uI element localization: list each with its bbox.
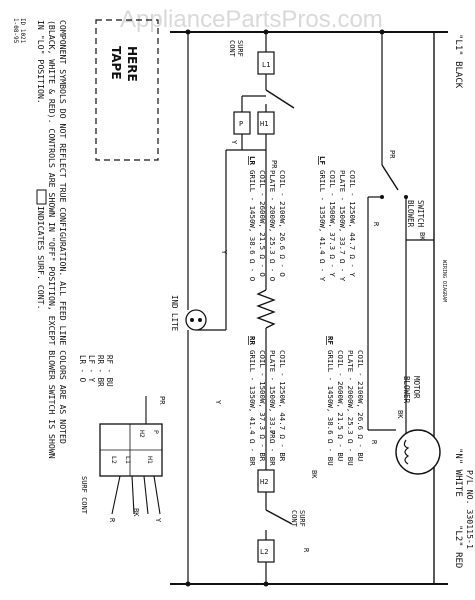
block-pin-h1: H1 xyxy=(146,456,154,464)
notes-block: COMPONENT SYMBOLS DO NOT REFLECT TRUE CO… xyxy=(36,20,68,459)
wire xyxy=(131,475,135,515)
note-line-3: IN "LO" POSITION. xyxy=(36,20,46,104)
lf-row-3: PLATE - 1500W, 33.7 Ω - Y xyxy=(338,170,347,282)
rf-element-specs: RF GRILL - 1450W, 38.6 Ω - BU COIL - 260… xyxy=(326,336,365,466)
wire-label-pr2: PR xyxy=(388,150,396,159)
block-pin-bk: BK xyxy=(132,508,140,517)
wire-label-r1: R xyxy=(372,222,380,227)
block-pin-y: Y xyxy=(154,518,162,523)
indicator-lite xyxy=(185,309,207,331)
wire-label-r3: R xyxy=(302,548,310,553)
surf-cont-top-1: SURF xyxy=(236,40,244,57)
color-key-rf: RF - BU xyxy=(105,355,114,387)
block-pin-l1: L1 xyxy=(124,456,132,464)
switch-contact xyxy=(265,509,293,525)
blower-switch-label-2: SWITCH xyxy=(416,200,425,228)
color-key: LR - O LF - Y RR - BR RF - BU xyxy=(78,355,114,387)
watermark: AppliancePartsPros.com xyxy=(120,6,383,33)
rr-element-specs: RR GRILL - 1350W, 41.4 Ω - BR COIL - 150… xyxy=(248,336,287,466)
switch-contact xyxy=(265,89,295,109)
lr-row-2: COIL - 2600W, 21.5 Ω - O xyxy=(258,170,267,277)
rf-tag: RF xyxy=(326,336,335,345)
surf-cont-top-2: CONT xyxy=(228,40,236,58)
rf-row-2: COIL - 2600W, 21.5 Ω - BU xyxy=(336,350,345,461)
rf-row-3: PLATE - 2000W, 25.3 Ω - BU xyxy=(346,350,355,466)
heating-element xyxy=(256,289,276,329)
lr-row-1: GRILL - 1450W, 38.6 Ω - O xyxy=(248,170,257,282)
blower-motor xyxy=(395,429,441,475)
color-key-rr: RR - BR xyxy=(96,355,105,387)
rr-row-3: PLATE - 1500W, 33.7 Ω - BR xyxy=(268,350,277,466)
lf-element-specs: LF GRILL - 1350W, 41.4 Ω - Y COIL - 1500… xyxy=(318,156,357,282)
rf-row-1: GRILL - 1450W, 38.6 Ω - BU xyxy=(326,350,335,466)
corner-code-2: ID 1021 xyxy=(19,18,26,44)
l1-label: "L1" BLACK xyxy=(453,34,463,89)
l2-label: "L2" RED xyxy=(453,525,463,568)
wire xyxy=(111,475,121,515)
wire-label-pr1: PR xyxy=(270,160,278,169)
surf-cont-bottom-2: CONT xyxy=(290,510,298,528)
indicator-lite-electrode xyxy=(198,318,202,322)
lf-row-4: COIL - 1250W, 44.7 Ω - Y xyxy=(348,170,357,277)
wire-label-y3: Y xyxy=(214,400,222,405)
lr-element-specs: LR GRILL - 1450W, 38.6 Ω - O COIL - 2600… xyxy=(248,156,287,282)
indicator-lite-electrode xyxy=(190,318,194,322)
n-label: "N" WHITE xyxy=(453,448,463,497)
lr-row-4: COIL - 2100W, 26.6 Ω - O xyxy=(278,170,287,277)
lf-row-2: COIL - 1500W, 37.3 Ω - Y xyxy=(328,170,337,277)
h2-terminal-label: H2 xyxy=(260,478,268,486)
lr-tag: LR xyxy=(248,156,257,165)
p-terminal-label: P xyxy=(239,120,243,128)
block-pin-pr: PR xyxy=(158,396,166,405)
wire-label-r2: R xyxy=(370,440,378,445)
motor-winding-icon xyxy=(403,439,410,465)
tape-label-1: TAPE xyxy=(109,46,123,80)
color-key-lf: LF - Y xyxy=(87,355,96,383)
note-line-3b: INDICATES SURF. CONT. xyxy=(36,206,46,310)
wire-label-y1: Y xyxy=(230,140,238,145)
wire xyxy=(153,475,161,515)
wire-label-pr3: PR xyxy=(268,430,276,439)
surf-cont-block-label: SURF CONT xyxy=(80,476,88,515)
wire-label-bk1: BK xyxy=(418,232,426,241)
lr-row-3: PLATE - 2000W, 25.3 Ω - O xyxy=(268,170,277,282)
tape-label-2: HERE xyxy=(125,46,139,82)
rf-row-4: COIL - 2100W, 26.6 Ω - BU xyxy=(356,350,365,461)
blower-motor-label-2: MOTOR xyxy=(412,376,421,399)
wire-label-bk2: BK xyxy=(396,410,404,419)
wire-label-bk3: BK xyxy=(310,470,318,479)
l1-terminal-label: L1 xyxy=(262,61,270,69)
block-pin-r: R xyxy=(108,518,116,523)
wire xyxy=(143,475,149,515)
ind-lite-label: IND LITE xyxy=(170,295,179,332)
wire-label-y2: Y xyxy=(220,250,228,255)
tape-here-box xyxy=(95,19,159,161)
blower-switch-contact xyxy=(381,164,399,191)
rr-row-2: COIL - 1500W, 37.3 Ω - BR xyxy=(258,350,267,462)
block-pin-l2: L2 xyxy=(110,456,118,464)
rr-row-1: GRILL - 1350W, 41.4 Ω - BR xyxy=(248,350,257,466)
rr-row-4: COIL - 1250W, 44.7 Ω - BR xyxy=(278,350,287,462)
note-line-1: COMPONENT SYMBOLS DO NOT REFLECT TRUE CO… xyxy=(58,20,68,444)
lf-row-1: GRILL - 1350W, 41.4 Ω - Y xyxy=(318,170,327,282)
color-key-lr: LR - O xyxy=(78,355,87,383)
h1-terminal-label: H1 xyxy=(260,120,268,128)
blower-switch-label-1: BLOWER xyxy=(406,200,415,228)
l2-terminal-label: L2 xyxy=(260,548,268,556)
diagram-title: WIRING DIAGRAM xyxy=(441,260,447,302)
note-line-2: (BLACK, WHITE & RED). CONTROLS ARE SHOWN… xyxy=(47,20,57,459)
blower-motor-label-1: BLOWER xyxy=(402,376,411,404)
block-pin-p: P xyxy=(152,430,160,434)
corner-code-1: 1-08-95 xyxy=(12,18,19,44)
surf-cont-bottom-1: SURF xyxy=(298,510,306,527)
rr-tag: RR xyxy=(248,336,257,345)
block-pin-h2: H2 xyxy=(138,430,146,438)
surf-cont-key-box xyxy=(36,189,47,205)
part-number: P/L NO. 330115-1 xyxy=(465,470,475,549)
lf-tag: LF xyxy=(318,156,327,165)
